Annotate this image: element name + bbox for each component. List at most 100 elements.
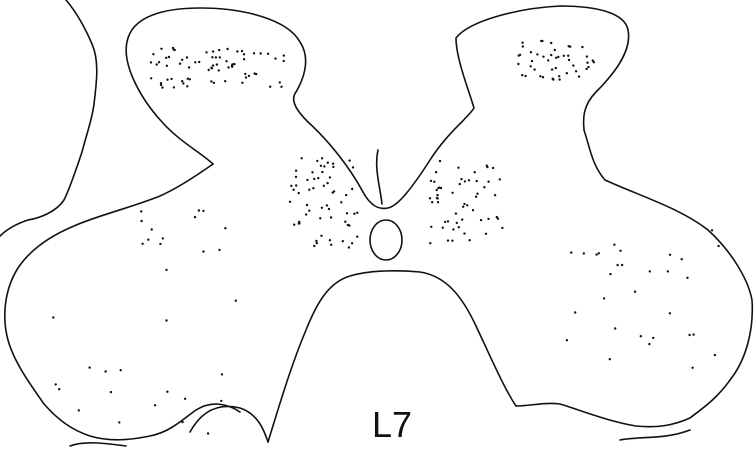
stipple-dot (165, 269, 167, 271)
stipple-dot (231, 66, 233, 68)
stipple-dot (476, 180, 478, 182)
stipple-dot (433, 181, 435, 183)
stipple-dot (460, 178, 462, 180)
stipple-dot (295, 184, 297, 186)
left-bottom-fragment (70, 443, 126, 446)
stipple-dot (437, 187, 439, 189)
stipple-dot (147, 239, 149, 241)
stipple-dot (311, 171, 313, 173)
stipple-dot (436, 194, 438, 196)
stipple-dot (298, 221, 300, 223)
stipple-dot (170, 78, 172, 80)
stipple-dot (104, 370, 106, 372)
stipple-dot (317, 177, 319, 179)
stipple-dot (173, 86, 175, 88)
stipple-dot (333, 190, 335, 192)
stipple-dot (429, 242, 431, 244)
stipple-dot (555, 57, 557, 59)
stipple-dot (568, 59, 570, 61)
stipple-dot (492, 167, 494, 169)
stipple-dot (140, 220, 142, 222)
left-ventral-horn-outline (5, 164, 240, 440)
stipple-dot (550, 42, 552, 44)
stipple-dot (243, 53, 245, 55)
stipple-dot (536, 53, 538, 55)
stipple-dot (517, 63, 519, 65)
stipple-dot (613, 244, 615, 246)
stipple-dot (198, 209, 200, 211)
stipple-dot (198, 61, 200, 63)
stipple-dot (533, 68, 535, 70)
stipple-dot (457, 167, 459, 169)
stipple-dot (184, 398, 186, 400)
stipple-dot (326, 204, 328, 206)
stipple-dot (328, 208, 330, 210)
stipple-dot (186, 56, 188, 58)
stipple-dot (305, 213, 307, 215)
stipple-dot (356, 212, 358, 214)
stipple-dot (542, 76, 544, 78)
stipple-dot (578, 75, 580, 77)
stipple-dot (168, 56, 170, 58)
stipple-dot (88, 366, 90, 368)
stipple-dot (283, 54, 285, 56)
stipple-dot (212, 64, 214, 66)
stipple-dot (165, 319, 167, 321)
stipple-dot (274, 57, 276, 59)
stipple-dot (542, 56, 544, 58)
stipple-dot (166, 65, 168, 67)
stipple-dot (342, 240, 344, 242)
stipple-dot (585, 68, 587, 70)
stipple-dot (711, 229, 713, 231)
stipple-dot (218, 49, 220, 51)
stipple-dot (245, 76, 247, 78)
stipple-dot (595, 253, 597, 255)
stipple-dot (179, 63, 181, 65)
stipple-dot (667, 270, 669, 272)
stipple-dot (313, 178, 315, 180)
stipple-dot (194, 61, 196, 63)
stipple-dot (218, 249, 220, 251)
stipple-dot (236, 50, 238, 52)
stipple-dot (451, 240, 453, 242)
stipple-dot (298, 192, 300, 194)
stipple-dot (598, 252, 600, 254)
stipple-dot (586, 55, 588, 57)
stipple-dot (353, 213, 355, 215)
stipple-dot (215, 56, 217, 58)
stipple-dot (569, 46, 571, 48)
stipple-dot (437, 201, 439, 203)
stipple-dot (619, 250, 621, 252)
stipple-dot (289, 201, 291, 203)
stipple-dot (224, 227, 226, 229)
stipple-dot (430, 226, 432, 228)
stipple-dot (547, 59, 549, 61)
stipple-dot (315, 240, 317, 242)
stipple-dot (572, 64, 574, 66)
stipple-dot (501, 227, 503, 229)
stipple-dot (290, 185, 292, 187)
stipple-dot (160, 48, 162, 50)
stipple-dot (541, 40, 543, 42)
stipple-dot (587, 66, 589, 68)
stipple-dot (717, 245, 719, 247)
stipple-dot (118, 421, 120, 423)
stipple-dot (212, 50, 214, 52)
stipple-dot (202, 210, 204, 212)
stipple-dot (669, 254, 671, 256)
left-lower-lobe-edge (190, 406, 268, 442)
stipple-dot (162, 237, 164, 239)
stipple-dot (292, 189, 294, 191)
stipple-dot (459, 183, 461, 185)
stipple-dot (686, 277, 688, 279)
stipple-dot (308, 189, 310, 191)
stipple-dot (464, 180, 466, 182)
stipple-dot (551, 68, 553, 70)
stipple-dot (220, 400, 222, 402)
stipple-dot (554, 49, 556, 51)
stipple-dot (235, 300, 237, 302)
stipple-dot (188, 66, 190, 68)
stipple-dot (558, 78, 560, 80)
stipple-dot (351, 188, 353, 190)
stipple-dot (530, 65, 532, 67)
